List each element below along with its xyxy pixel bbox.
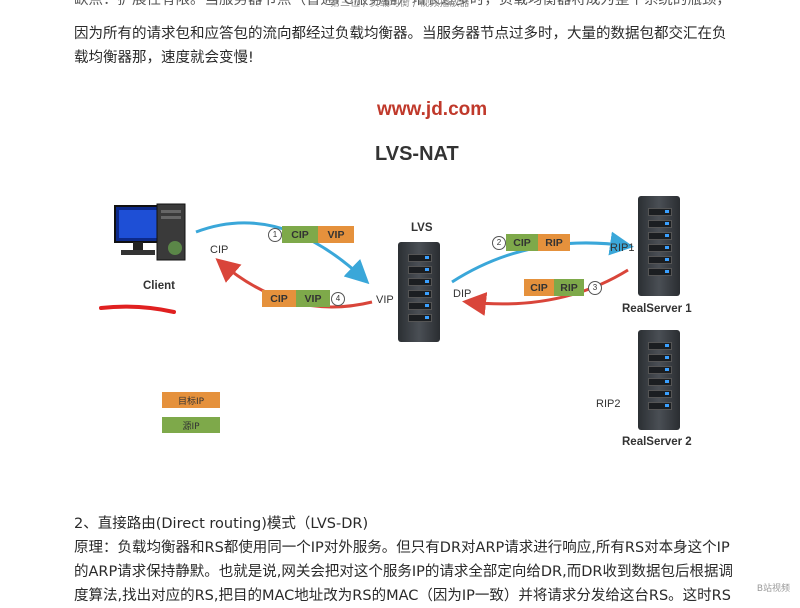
packet3-source: RIP [554,279,584,296]
packet2-source: CIP [506,234,538,251]
site-watermark: www.jd.com [377,99,488,120]
packet3: CIP RIP [524,279,584,296]
realserver1-icon [638,196,680,296]
diagram-title: LVS-NAT [375,143,459,165]
cip-label: CIP [210,244,229,256]
realserver1-label: RealServer 1 [622,303,692,315]
arrow-rs1-to-lvs [462,268,629,316]
packet1-target: VIP [318,226,354,243]
packet4: CIP VIP [262,290,330,307]
lvs-label: LVS [411,222,433,234]
section2-line-2: 的ARP请求保持静默。也就是说,网关会把对这个服务IP的请求全部定向给DR,而D… [74,564,733,580]
section2-heading: 2、直接路由(Direct routing)模式（LVS-DR) [74,516,369,532]
packet4-target: CIP [262,290,296,307]
packet3-step-number: 3 [588,281,602,295]
cut-off-paragraph-line: 缺点：扩展性有限。当服务器节点（普通PC服务器）增长过多时，负载均衡器将成为整个… [74,0,731,8]
packet4-step-number: 4 [331,292,345,306]
intro-paragraph: 因为所有的请求包和应答包的流向都经过负载均衡器。当服务器节点过多时，大量的数据包… [74,22,754,70]
rip1-label: RIP1 [610,242,635,254]
client-computer-icon [114,203,186,261]
vip-label: VIP [376,294,394,306]
section2-line-3: 度算法,找出对应的RS,把目的MAC地址改为RS的MAC（因为IP一致）并将请求… [74,588,731,604]
packet1-source: CIP [282,226,318,243]
packet2: CIP RIP [506,234,570,251]
intro-line-2: 载均衡器那，速度就会变慢! [74,50,254,66]
red-underline-mark [99,304,176,314]
client-label: Client [143,280,175,292]
lvs-server-icon [398,242,440,342]
section2: 2、直接路由(Direct routing)模式（LVS-DR) 原理：负载均衡… [74,512,754,608]
intro-line-1: 因为所有的请求包和应答包的流向都经过负载均衡器。当服务器节点过多时，大量的数据包… [74,26,727,42]
packet1: CIP VIP [282,226,354,243]
video-watermark: B站视频 [756,584,790,594]
legend-target-ip: 目标IP [162,392,220,408]
top-breadcrumb-note: 第三位 / 负载均衡 / 视频播放器 [330,0,470,9]
dip-label: DIP [453,288,472,300]
section2-line-1: 原理：负载均衡器和RS都使用同一个IP对外服务。但只有DR对ARP请求进行响应,… [74,540,730,556]
legend-source-ip: 源IP [162,417,220,433]
packet1-step-number: 1 [268,228,282,242]
arrow-client-to-lvs [195,221,370,285]
packet3-target: CIP [524,279,554,296]
packet4-source: VIP [296,290,330,307]
packet2-step-number: 2 [492,236,506,250]
packet2-target: RIP [538,234,570,251]
rip2-label: RIP2 [596,398,621,410]
realserver2-icon [638,330,680,430]
realserver2-label: RealServer 2 [622,436,692,448]
